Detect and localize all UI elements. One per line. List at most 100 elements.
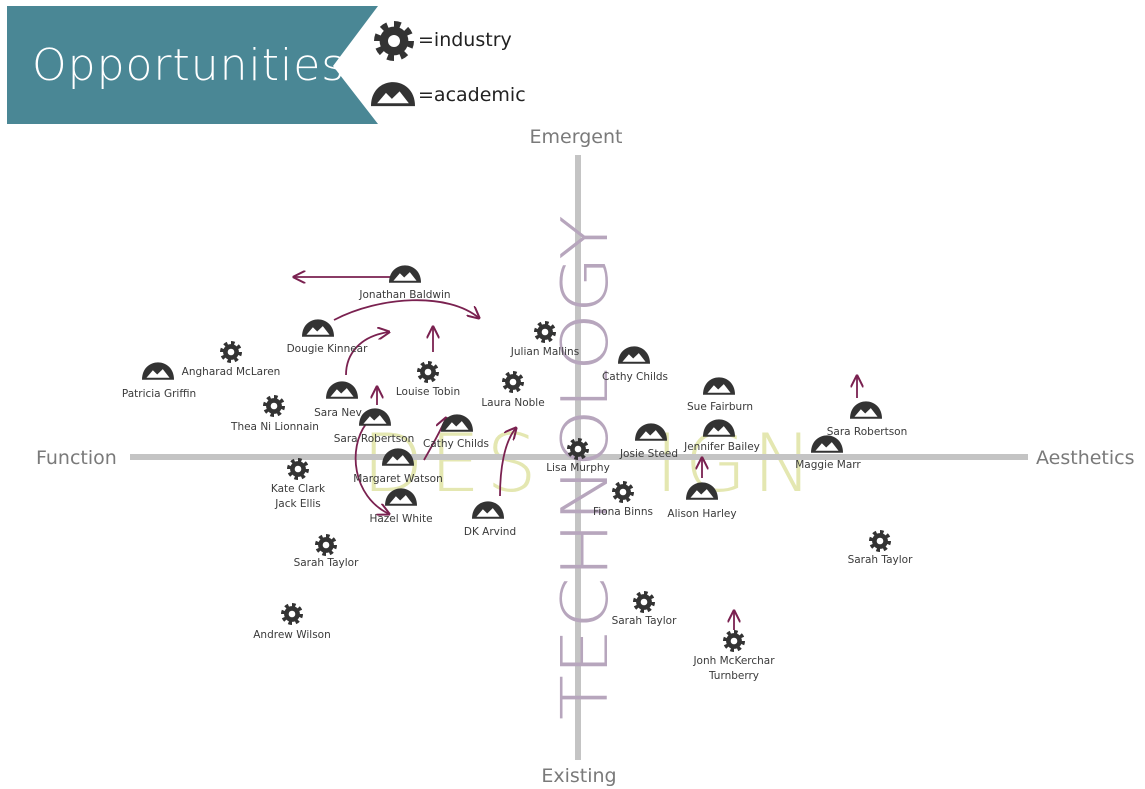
person-name-label: Laura Noble: [481, 397, 544, 409]
person-name-label: DK Arvind: [464, 526, 516, 538]
person-name-label: Sarah Taylor: [848, 554, 914, 566]
gear-icon: [281, 603, 303, 625]
person-marker: Sara Nev: [314, 381, 362, 419]
person-name-label: Sue Fairburn: [687, 401, 753, 413]
mound-icon: [359, 408, 391, 426]
arrow-hazel-curve: [354, 423, 389, 514]
person-marker: Sara Robertson: [334, 408, 415, 445]
person-marker: Sarah Taylor: [848, 530, 914, 566]
mound-icon: [371, 82, 415, 107]
mound-icon: [382, 448, 414, 466]
person-marker: Lisa Murphy: [546, 438, 610, 474]
person-name-label: Patricia Griffin: [122, 388, 196, 400]
mound-icon: [618, 346, 650, 364]
person-name-label: Sarah Taylor: [612, 615, 678, 627]
gear-icon: [534, 321, 556, 343]
person-marker: Patricia Griffin: [122, 362, 196, 400]
banner-shape: [7, 6, 378, 124]
person-marker: Hazel White: [369, 488, 433, 525]
person-marker: Andrew Wilson: [253, 603, 331, 641]
person-name-label: Angharad McLaren: [182, 366, 281, 378]
arrow-saranev-up: [345, 332, 389, 376]
person-marker: Josie Steed: [619, 423, 678, 460]
person-name-label: Sara Robertson: [827, 426, 908, 438]
legend-academic-label: =academic: [418, 84, 526, 106]
person-name-label: Julian Mallins: [510, 346, 579, 358]
person-name-label: Dougie Kinnear: [287, 343, 369, 355]
gear-icon: [633, 591, 655, 613]
person-name-label: Jennifer Bailey: [683, 441, 760, 453]
person-name-label: Cathy Childs: [602, 371, 668, 383]
person-marker: Laura Noble: [481, 371, 545, 409]
person-marker: Jennifer Bailey: [683, 419, 760, 453]
mound-icon: [472, 501, 504, 519]
person-name-label: Andrew Wilson: [253, 629, 331, 641]
person-marker: Alison Harley: [667, 482, 737, 520]
person-name-label: Maggie Marr: [795, 459, 861, 471]
person-marker: Cathy Childs: [423, 414, 489, 450]
gear-icon: [374, 21, 414, 61]
mound-icon: [142, 362, 174, 380]
person-marker: Margaret Watson: [353, 448, 443, 485]
mound-icon: [441, 414, 473, 432]
person-marker: DK Arvind: [464, 501, 516, 538]
legend: =industry =academic: [371, 21, 526, 107]
mound-icon: [686, 482, 718, 500]
person-name-label: Hazel White: [369, 513, 432, 525]
mound-icon: [850, 401, 882, 419]
legend-academic: =academic: [371, 82, 526, 107]
gear-icon: [869, 530, 891, 552]
mound-icon: [703, 419, 735, 437]
person-marker: Cathy Childs: [602, 346, 668, 383]
person-marker: Thea Ni Lionnain: [230, 395, 319, 433]
gear-icon: [287, 458, 309, 480]
mound-icon: [389, 265, 421, 283]
gear-icon: [502, 371, 524, 393]
mound-icon: [703, 377, 735, 395]
person-name-label: Josie Steed: [619, 448, 678, 460]
person-name-label: Sara Robertson: [334, 433, 415, 445]
gear-icon: [374, 21, 414, 61]
mound-icon: [811, 435, 843, 453]
title-banner: Opportunities: [7, 6, 378, 124]
mound-icon: [326, 381, 358, 399]
person-name-label: Jonh McKerchar: [692, 655, 775, 667]
mound-icon: [302, 319, 334, 337]
person-name-label: Fiona Binns: [593, 506, 653, 518]
axis-label-top: Emergent: [530, 126, 623, 148]
legend-industry-label: =industry: [418, 29, 512, 51]
mound-icon: [371, 82, 415, 107]
arrow-dk-up: [499, 428, 516, 497]
mound-icon: [635, 423, 667, 441]
person-marker: Maggie Marr: [795, 435, 861, 471]
axis-label-right: Aesthetics: [1036, 447, 1135, 469]
gear-icon: [220, 341, 242, 363]
design-word-right: IGN: [655, 417, 818, 510]
person-name-label: Thea Ni Lionnain: [230, 421, 319, 433]
mound-icon: [385, 488, 417, 506]
gear-icon: [723, 630, 745, 652]
person-marker: Louise Tobin: [396, 361, 460, 398]
gear-icon: [417, 361, 439, 383]
person-name-label: Kate Clark: [271, 483, 326, 495]
person-name-label: Jonathan Baldwin: [358, 289, 450, 301]
person-name-label: Margaret Watson: [353, 473, 443, 485]
person-name-label: Cathy Childs: [423, 438, 489, 450]
person-name-label: Sarah Taylor: [294, 557, 360, 569]
person-name-label: Jack Ellis: [274, 498, 321, 510]
axis-label-bottom: Existing: [541, 765, 616, 787]
person-name-label: Sara Nev: [314, 407, 362, 419]
person-name-label: Louise Tobin: [396, 386, 460, 398]
gear-icon: [567, 438, 589, 460]
person-marker: Fiona Binns: [593, 481, 653, 518]
person-name-label: Alison Harley: [667, 508, 736, 520]
person-name-label: Turnberry: [708, 670, 759, 682]
gear-icon: [612, 481, 634, 503]
person-marker: Julian Mallins: [510, 321, 579, 358]
arrow-dougie-right: [333, 299, 479, 321]
person-marker: Sara Robertson: [827, 401, 908, 438]
